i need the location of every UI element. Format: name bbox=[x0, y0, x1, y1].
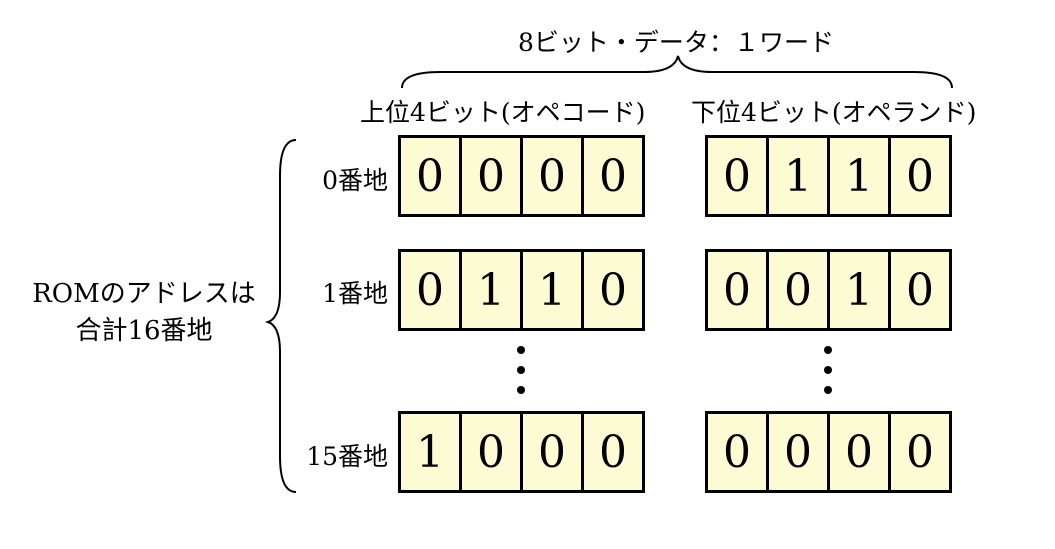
ellipsis-dot bbox=[824, 366, 832, 374]
address-range-brace bbox=[264, 139, 297, 493]
word-label: 8ビット・データ：１ワード bbox=[518, 28, 834, 57]
bit-cell: 0 bbox=[769, 414, 827, 490]
bit-cell: 0 bbox=[708, 252, 766, 328]
bit-cell: 1 bbox=[830, 252, 888, 328]
bit-cell: 0 bbox=[891, 252, 949, 328]
bit-cell: 0 bbox=[891, 414, 949, 490]
address-label: 0番地 bbox=[322, 166, 388, 195]
ellipsis-dot bbox=[824, 346, 832, 354]
ellipsis-dot bbox=[517, 386, 525, 394]
bit-cell: 0 bbox=[584, 414, 642, 490]
bit-cell: 0 bbox=[708, 414, 766, 490]
address-label: 15番地 bbox=[306, 442, 388, 471]
bit-cell: 1 bbox=[769, 138, 827, 214]
rom-note-line: ROMのアドレスは bbox=[32, 279, 256, 309]
bit-cell: 0 bbox=[462, 414, 520, 490]
bit-cell: 0 bbox=[708, 138, 766, 214]
lower-nibble-label: 下位4ビット(オペランド) bbox=[691, 98, 977, 127]
ellipsis-dot bbox=[824, 386, 832, 394]
bit-cell: 0 bbox=[769, 252, 827, 328]
word-brace bbox=[401, 55, 953, 89]
bit-cell: 0 bbox=[523, 138, 581, 214]
lower-nibble-row: 0 0 1 0 bbox=[705, 249, 952, 331]
bit-cell: 1 bbox=[523, 252, 581, 328]
upper-nibble-row: 0 1 1 0 bbox=[398, 249, 645, 331]
ellipsis-lower bbox=[824, 346, 832, 394]
bit-cell: 0 bbox=[462, 138, 520, 214]
ellipsis-dot bbox=[517, 346, 525, 354]
bit-cell: 0 bbox=[830, 414, 888, 490]
bit-cell: 1 bbox=[830, 138, 888, 214]
bit-cell: 0 bbox=[584, 252, 642, 328]
upper-nibble-row: 1 0 0 0 bbox=[398, 411, 645, 493]
upper-nibble-row: 0 0 0 0 bbox=[398, 135, 645, 217]
ellipsis-upper bbox=[517, 346, 525, 394]
address-label: 1番地 bbox=[322, 279, 388, 308]
rom-note-line: 合計16番地 bbox=[75, 315, 213, 346]
rom-address-note: ROMのアドレスは 合計16番地 bbox=[20, 276, 268, 350]
bit-cell: 0 bbox=[401, 138, 459, 214]
bit-cell: 1 bbox=[462, 252, 520, 328]
lower-nibble-row: 0 1 1 0 bbox=[705, 135, 952, 217]
bit-cell: 0 bbox=[891, 138, 949, 214]
bit-cell: 0 bbox=[401, 252, 459, 328]
upper-nibble-label: 上位4ビット(オペコード) bbox=[360, 98, 646, 127]
bit-cell: 1 bbox=[401, 414, 459, 490]
lower-nibble-row: 0 0 0 0 bbox=[705, 411, 952, 493]
bit-cell: 0 bbox=[523, 414, 581, 490]
ellipsis-dot bbox=[517, 366, 525, 374]
bit-cell: 0 bbox=[584, 138, 642, 214]
